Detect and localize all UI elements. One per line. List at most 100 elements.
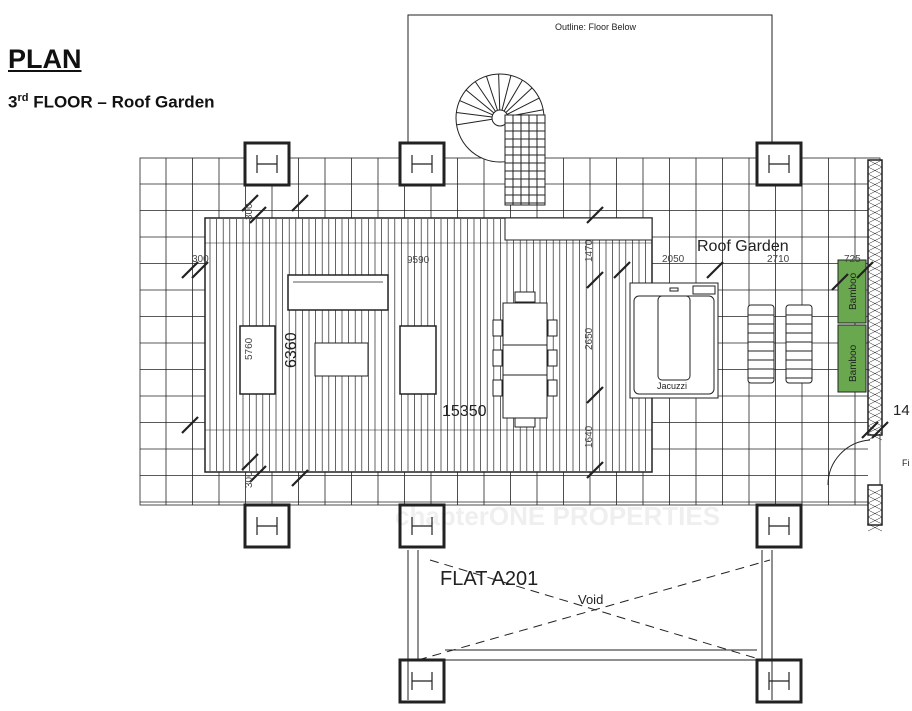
dining-table [492, 291, 558, 428]
floor-name: FLOOR – Roof Garden [28, 92, 215, 112]
dimension-tick [586, 386, 604, 404]
column-section-icon [768, 155, 790, 173]
edge-left-dim: 300 [192, 254, 209, 265]
column-section-icon [256, 517, 278, 535]
hatch-line [867, 369, 883, 378]
dimension-tick [871, 421, 889, 439]
roof-garden-label: Roof Garden [697, 238, 789, 255]
stair-tread [506, 97, 540, 115]
hatch-line [867, 411, 883, 420]
column-section-icon [411, 155, 433, 173]
hatch-line [867, 306, 883, 315]
hatch-line [867, 404, 883, 413]
stair-tread [501, 75, 512, 111]
column [755, 503, 803, 549]
hatch-line [867, 313, 883, 322]
hatch-line [867, 376, 883, 385]
hatch-line [867, 285, 883, 294]
sun-lounger [747, 304, 775, 384]
door-swing [827, 439, 871, 486]
stair-tread [474, 81, 496, 112]
coffee-table [314, 342, 369, 377]
plan-title: PLAN [8, 44, 82, 74]
hatch-line [867, 299, 883, 308]
step-bottom-dim: 1640 [584, 425, 595, 448]
dimension-tick [856, 261, 874, 279]
dimension-tick [249, 465, 267, 483]
hatch-line [867, 425, 883, 434]
hatch-line [867, 390, 883, 399]
dimension-tick [291, 194, 309, 212]
hatch-line [867, 383, 883, 392]
hatch-line [867, 194, 883, 203]
jacuzzi-label: Jacuzzi [657, 381, 687, 391]
hatch-line [867, 509, 883, 518]
dimension-tick [586, 271, 604, 289]
dimension-tick [861, 421, 879, 439]
dimension-tick [181, 261, 199, 279]
deck-width-dim: 6360 [283, 332, 300, 368]
void-area [407, 550, 773, 700]
jacuzzi-zone-dim: 2050 [662, 254, 685, 265]
glass-balustrade-wall [867, 159, 883, 532]
plan-subtitle: 3rd FLOOR – Roof Garden [8, 92, 215, 113]
column [243, 141, 291, 187]
hatch-line [867, 236, 883, 245]
hatch-line [867, 488, 883, 497]
structural-columns [243, 141, 803, 704]
outline-floor-below [407, 14, 773, 145]
stair-tread [456, 118, 493, 126]
dimension-tick [241, 194, 259, 212]
dimension-tick [613, 261, 631, 279]
hatch-line [867, 418, 883, 427]
hatch-line [867, 229, 883, 238]
edge-bottom-dim: 300 [244, 471, 255, 488]
hatch-line [867, 271, 883, 280]
hatch-line [867, 523, 883, 532]
hatch-line [867, 362, 883, 371]
hatch-line [867, 516, 883, 525]
hatch-line [867, 495, 883, 504]
hatch-line [867, 173, 883, 182]
stair-tread [485, 75, 499, 111]
flat-label: FLAT A201 [440, 568, 538, 590]
sofa-long [287, 274, 389, 311]
hatch-line [867, 166, 883, 175]
dimension-tick [181, 416, 199, 434]
bamboo-planter: Bamboo Bamboo [837, 259, 867, 393]
floor-number: 3 [8, 92, 18, 112]
step-top-dim: 1470 [584, 239, 595, 262]
hatch-line [867, 187, 883, 196]
deck-step [504, 217, 653, 241]
hatch-line [867, 243, 883, 252]
hatch-line [867, 397, 883, 406]
hatch-line [867, 334, 883, 343]
deck-length-dim: 9590 [407, 255, 430, 266]
jacuzzi [629, 282, 719, 399]
column-section-icon [411, 672, 433, 690]
hatch-line [867, 278, 883, 287]
spiral-staircase [455, 73, 546, 206]
hatch-line [867, 222, 883, 231]
dimension-tick [241, 453, 259, 471]
edge-top-dim: 300 [244, 203, 255, 220]
sun-lounger [785, 304, 813, 384]
lounger-zone-dim: 2710 [767, 254, 790, 265]
hatch-line [867, 215, 883, 224]
bamboo-label: Bamboo [848, 272, 859, 310]
dimension-tick [291, 469, 309, 487]
stair-tread [505, 87, 533, 113]
stair-tread [498, 74, 501, 111]
column-section-icon [256, 155, 278, 173]
dimension-tick [586, 206, 604, 224]
watermark: chapterONE PROPERTIES [395, 501, 720, 531]
stair-tread [465, 89, 495, 114]
void-label: Void [578, 592, 603, 607]
bamboo-label: Bamboo [848, 344, 859, 382]
armchair-right [399, 325, 437, 395]
total-length-dim: 15350 [442, 403, 487, 420]
hatch-line [867, 201, 883, 210]
sun-loungers [747, 304, 813, 384]
dimension-ticks [181, 194, 889, 487]
